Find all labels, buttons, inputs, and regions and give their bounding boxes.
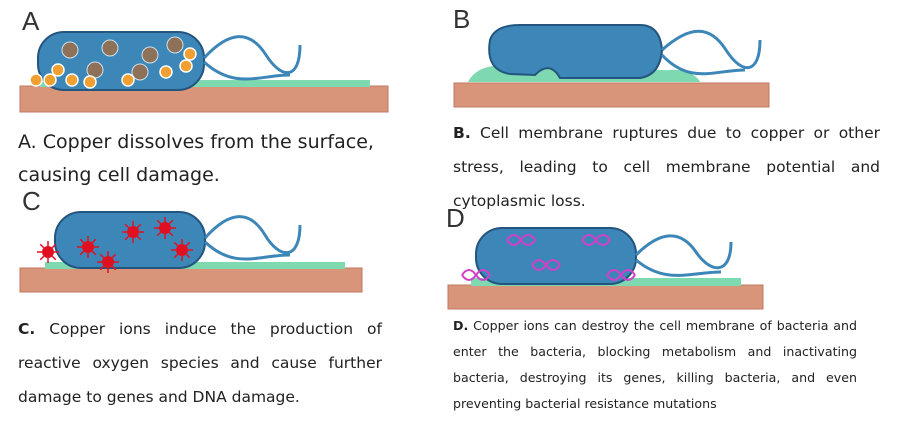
dna-strand <box>606 269 636 281</box>
panel-b-illustration <box>453 24 770 108</box>
surface-slab <box>453 82 770 108</box>
flagella <box>202 35 302 81</box>
ros-burst <box>37 241 59 263</box>
copper-particle <box>179 59 193 73</box>
copper-particle <box>65 73 79 87</box>
panel-letter-d: D <box>446 203 465 233</box>
bacterium-body <box>475 227 637 285</box>
surface-slab <box>19 267 363 293</box>
ros-burst <box>171 239 193 261</box>
caption-a: A. Copper dissolves from the surface, ca… <box>18 131 374 186</box>
biofilm-strip <box>45 262 345 269</box>
panel-letter-a: A <box>22 6 40 36</box>
reactive-oxygen-species <box>37 217 193 273</box>
dna-strand <box>461 269 491 281</box>
copper-inside <box>131 63 149 81</box>
ruptured-bacterium <box>488 24 664 79</box>
copper-particle <box>121 73 135 87</box>
flagella <box>660 29 762 76</box>
caption-c: C. Copper ions induce the production of … <box>18 320 382 406</box>
caption-d: D. Copper ions can destroy the cell memb… <box>453 318 857 411</box>
copper-inside <box>141 46 159 64</box>
copper-particle <box>43 73 57 87</box>
dna-strand <box>531 259 561 271</box>
panel-letter-b: B <box>453 4 471 34</box>
flagella <box>634 234 733 277</box>
copper-particles <box>29 36 197 89</box>
ros-burst <box>97 251 119 273</box>
flagella <box>203 215 302 261</box>
copper-particle <box>183 47 197 61</box>
copper-particle <box>29 73 43 87</box>
ros-burst <box>122 221 144 243</box>
copper-particle <box>159 65 173 79</box>
copper-particle <box>51 63 65 77</box>
copper-inside <box>166 36 184 54</box>
panel-a-illustration <box>19 31 389 113</box>
panel-c-illustration <box>19 211 363 293</box>
biofilm-strip <box>40 80 370 87</box>
ros-burst <box>77 236 99 258</box>
copper-inside <box>101 39 119 57</box>
ros-burst <box>154 217 176 239</box>
panel-d-illustration <box>447 227 764 310</box>
copper-inside <box>61 41 79 59</box>
copper-particle <box>83 75 97 89</box>
surface-slab <box>447 284 764 310</box>
dna-strand <box>506 234 536 246</box>
dna-strand <box>581 234 611 246</box>
caption-b: B. Cell membrane ruptures due to copper … <box>453 124 880 210</box>
panel-letter-c: C <box>22 186 41 216</box>
dna-fragments <box>461 234 636 281</box>
